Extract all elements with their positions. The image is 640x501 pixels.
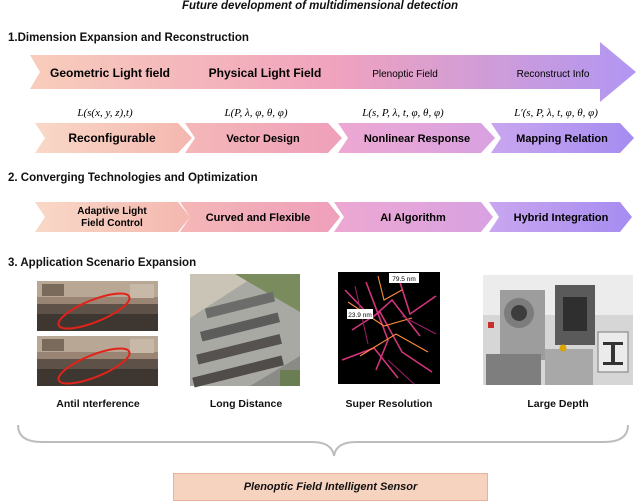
application-caption: Super Resolution [345, 398, 433, 410]
property-label: Reconfigurable [68, 131, 156, 145]
page-title: Future development of multidimensional d… [181, 0, 459, 12]
property-chevron [491, 123, 634, 153]
stage-label: Physical Light Field [209, 66, 322, 80]
measurement-label: 23.9 nm [348, 312, 372, 319]
final-sensor-label: Plenoptic Field Intelligent Sensor [243, 481, 418, 493]
large-depth-image [483, 275, 633, 385]
formula-label: L(s, P, λ, t, φ, θ, φ) [361, 107, 444, 119]
technology-label: AI Algorithm [380, 212, 446, 224]
application-caption: Antil nterference [56, 398, 140, 410]
technology-chevron [334, 202, 493, 232]
formula-label: L(P, λ, φ, θ, φ) [223, 107, 287, 119]
technology-label: Hybrid Integration [514, 212, 609, 224]
technology-label: Field Control [81, 218, 143, 229]
technology-label: Adaptive Light [77, 206, 147, 217]
property-chevron [185, 123, 342, 153]
stage-label: Reconstruct Info [517, 69, 590, 80]
section-heading-technologies: 2. Converging Technologies and Optimizat… [8, 172, 258, 184]
final-sensor-box: Plenoptic Field Intelligent Sensor [173, 473, 488, 501]
long-distance-image [190, 274, 300, 388]
application-caption: Long Distance [209, 398, 283, 410]
super-resolution-image: 79.5 nm 23.9 nm [338, 272, 440, 385]
technology-label: Curved and Flexible [206, 212, 311, 224]
formula-label: L′(s, P, λ, t, φ, θ, φ) [513, 107, 598, 119]
property-label: Nonlinear Response [364, 133, 470, 145]
grouping-brace [17, 424, 629, 457]
property-chevron [338, 123, 495, 153]
formula-label: L(s(x, y, z),t) [76, 107, 133, 119]
section-heading-dimension: 1.Dimension Expansion and Reconstruction [8, 32, 249, 44]
technology-chevron [180, 202, 340, 232]
stage-label: Geometric Light field [50, 66, 170, 80]
dimension-big-arrow [30, 42, 636, 102]
technology-chevron [35, 202, 190, 232]
property-label: Mapping Relation [516, 133, 608, 145]
property-chevron [35, 123, 192, 153]
stage-label: Plenoptic Field [372, 69, 438, 80]
application-caption: Large Depth [527, 398, 589, 410]
anti-interference-image [37, 281, 158, 386]
property-label: Vector Design [226, 133, 300, 145]
measurement-label: 79.5 nm [392, 276, 416, 283]
technology-chevron [489, 202, 632, 232]
section-heading-applications: 3. Application Scenario Expansion [8, 257, 197, 269]
